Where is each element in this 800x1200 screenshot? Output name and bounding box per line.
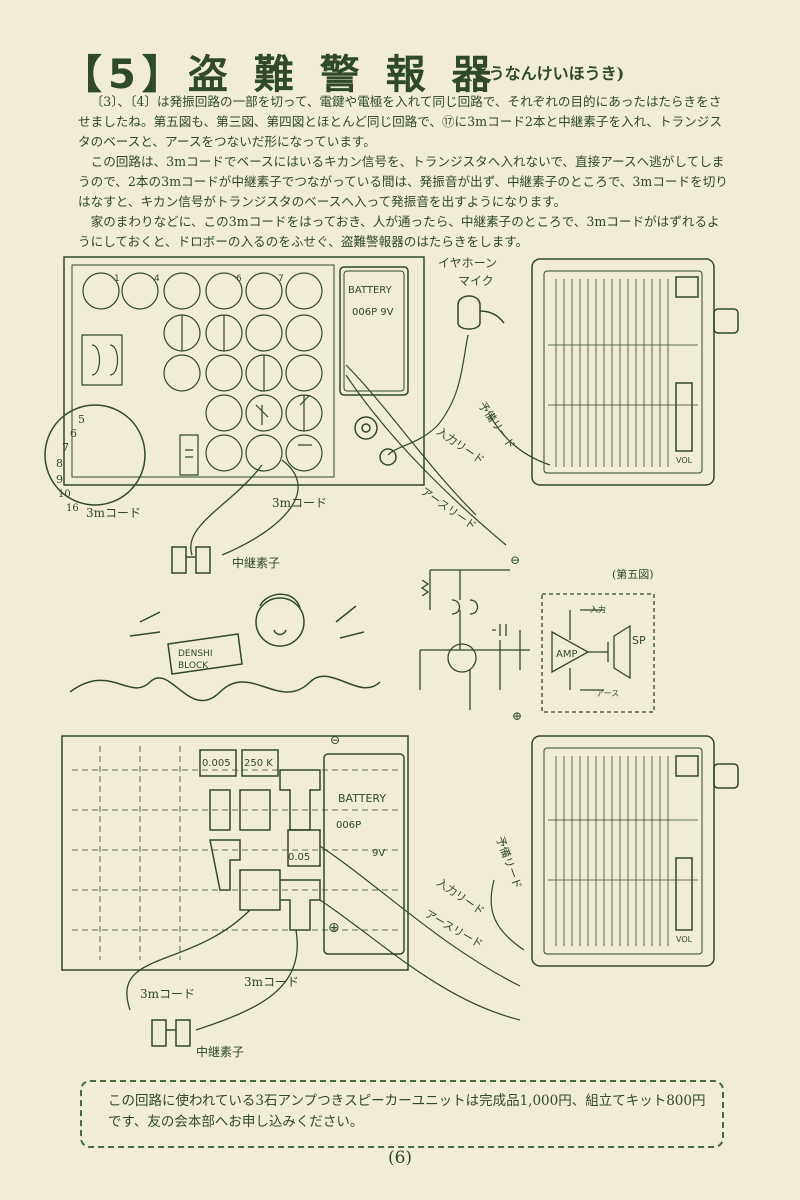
capacitor-block-2 bbox=[287, 829, 321, 867]
board-grid-area bbox=[71, 264, 335, 478]
schematic-earth-mark: アース bbox=[596, 689, 619, 698]
schematic-plus: ⊕ bbox=[512, 709, 522, 723]
relay-label: 中継素子 bbox=[232, 555, 280, 570]
battery-volt-2: 9V bbox=[372, 848, 385, 859]
cell-number-7: 7 bbox=[278, 274, 284, 284]
note-box bbox=[80, 1080, 724, 1148]
battery-type-2: 006P bbox=[336, 820, 361, 831]
schematic-minus: ⊖ bbox=[510, 553, 520, 567]
board-grid-2 bbox=[72, 746, 398, 960]
volume-control-2[interactable] bbox=[675, 857, 693, 931]
loose-cord-line bbox=[69, 675, 381, 702]
note-text: この回路に使われている3石アンプつきスピーカーユニットは完成品1,000円、組立… bbox=[108, 1093, 706, 1130]
title-reading: (とうなんけいほうき) bbox=[465, 64, 625, 83]
cap2-value: 0.05 bbox=[288, 852, 310, 863]
spare-lead-label: 予備リード bbox=[476, 399, 518, 452]
battery-block bbox=[339, 266, 409, 396]
dial-number-6: 6 bbox=[70, 427, 77, 440]
mic-label: マイク bbox=[458, 274, 494, 288]
page-number: (6) bbox=[387, 1148, 413, 1168]
res-value: 250 K bbox=[244, 758, 273, 769]
figure-2-board-diagram: 0.005 250 K 0.05 ⊖ BATTERY 006P 9V ⊕ 予備リ… bbox=[61, 733, 739, 1059]
block-grid bbox=[81, 272, 323, 476]
cord-label-left-2: 3mコード bbox=[140, 987, 195, 1001]
cap-value: 0.005 bbox=[202, 758, 231, 769]
earphone-icon bbox=[457, 295, 505, 330]
input-lead-label-2: 入力リード bbox=[434, 876, 487, 918]
volume-control[interactable] bbox=[675, 382, 693, 452]
speaker-grille bbox=[548, 279, 698, 467]
tuning-dial bbox=[44, 404, 146, 506]
dial-number-10: 10 bbox=[58, 489, 71, 500]
brand-logo bbox=[675, 276, 699, 298]
input-jack bbox=[354, 416, 378, 440]
battery-plus: ⊕ bbox=[328, 920, 340, 936]
dial-number-5: 5 bbox=[78, 413, 85, 426]
capacitor-block bbox=[199, 749, 237, 777]
dial-number-16: 16 bbox=[66, 503, 79, 514]
speaker-grille-2 bbox=[548, 756, 698, 946]
cell-number-1: 1 bbox=[114, 274, 120, 284]
dial-number-9: 9 bbox=[56, 473, 63, 486]
cartoon-illustration: DENSHI BLOCK bbox=[69, 593, 381, 702]
cell-number-6: 6 bbox=[236, 274, 242, 284]
figure-5-label: (第五図) bbox=[612, 567, 654, 581]
speaker-knob-2[interactable] bbox=[713, 763, 739, 789]
cord-label-left: 3mコード bbox=[86, 506, 141, 520]
cord-lines-2 bbox=[126, 909, 298, 1031]
battery-label-2: BATTERY bbox=[338, 792, 386, 805]
earphone-jack bbox=[379, 448, 397, 466]
cord-label-right-2: 3mコード bbox=[244, 975, 299, 989]
brand-logo-2 bbox=[675, 755, 699, 777]
paragraph-3: 家のまわりなどに、この3mコードをはっておき、人が通ったら、中継素子のところで、… bbox=[78, 214, 720, 249]
relay-label-2: 中継素子 bbox=[196, 1044, 244, 1059]
earphone-label: イヤホーン bbox=[438, 256, 497, 270]
battery-type: 006P 9V bbox=[352, 307, 394, 318]
sign-line-1: DENSHI bbox=[178, 649, 212, 659]
sign-line-2: BLOCK bbox=[178, 661, 209, 671]
speaker-unit-2 bbox=[531, 735, 715, 967]
relay-element-icon-2 bbox=[151, 1019, 191, 1047]
amp-triangle bbox=[551, 630, 590, 674]
speaker-knob[interactable] bbox=[713, 308, 739, 334]
block-board-2 bbox=[61, 735, 409, 971]
resistor-symbol bbox=[420, 579, 430, 597]
relay-element-icon bbox=[171, 546, 211, 574]
vol-label-2: VOL bbox=[676, 935, 693, 944]
dial-number-8: 8 bbox=[56, 457, 63, 470]
amp-label: AMP bbox=[556, 649, 578, 660]
cord-lines bbox=[190, 459, 299, 556]
amp-unit-box bbox=[541, 593, 655, 713]
battery-minus: ⊖ bbox=[330, 733, 340, 747]
speaker-symbol bbox=[588, 624, 631, 680]
resistor-block bbox=[241, 749, 279, 777]
paragraph-2: この回路は、3mコードでベースにはいるキカン信号を、トランジスタへ入れないで、直… bbox=[78, 154, 728, 209]
intro-text: 〔3〕、〔4〕は発振回路の一部を切って、電鍵や電極を入れて同じ回路で、それぞれの… bbox=[78, 92, 730, 252]
speaker-unit bbox=[531, 258, 715, 486]
cell-number-4: 4 bbox=[154, 274, 160, 284]
battery-label: BATTERY bbox=[348, 285, 393, 296]
schematic-figure-5: AMP SP (第五図) ⊖ ⊕ 入力 アース bbox=[419, 553, 655, 723]
vol-label: VOL bbox=[676, 456, 693, 465]
schematic-input-mark: 入力 bbox=[590, 604, 606, 614]
spare-lead-label-2: 予備リード bbox=[493, 835, 524, 891]
input-lead-label: 入力リード bbox=[434, 425, 487, 467]
sp-label: SP bbox=[632, 634, 646, 647]
battery-block-2 bbox=[323, 753, 405, 955]
transformer-symbol bbox=[451, 599, 479, 615]
paragraph-1: 〔3〕、〔4〕は発振回路の一部を切って、電鍵や電極を入れて同じ回路で、それぞれの… bbox=[78, 94, 722, 149]
dial-number-7: 7 bbox=[62, 441, 69, 454]
cord-label-right: 3mコード bbox=[272, 496, 327, 510]
figure-1-board-diagram: 1 4 6 7 BATTERY 006P 9V 5 6 7 8 9 10 16 … bbox=[44, 256, 739, 574]
page-title: 【5】盗 難 警 報 器 bbox=[62, 52, 498, 98]
block-sign-icon bbox=[167, 633, 243, 675]
transistor-symbol bbox=[447, 643, 477, 673]
